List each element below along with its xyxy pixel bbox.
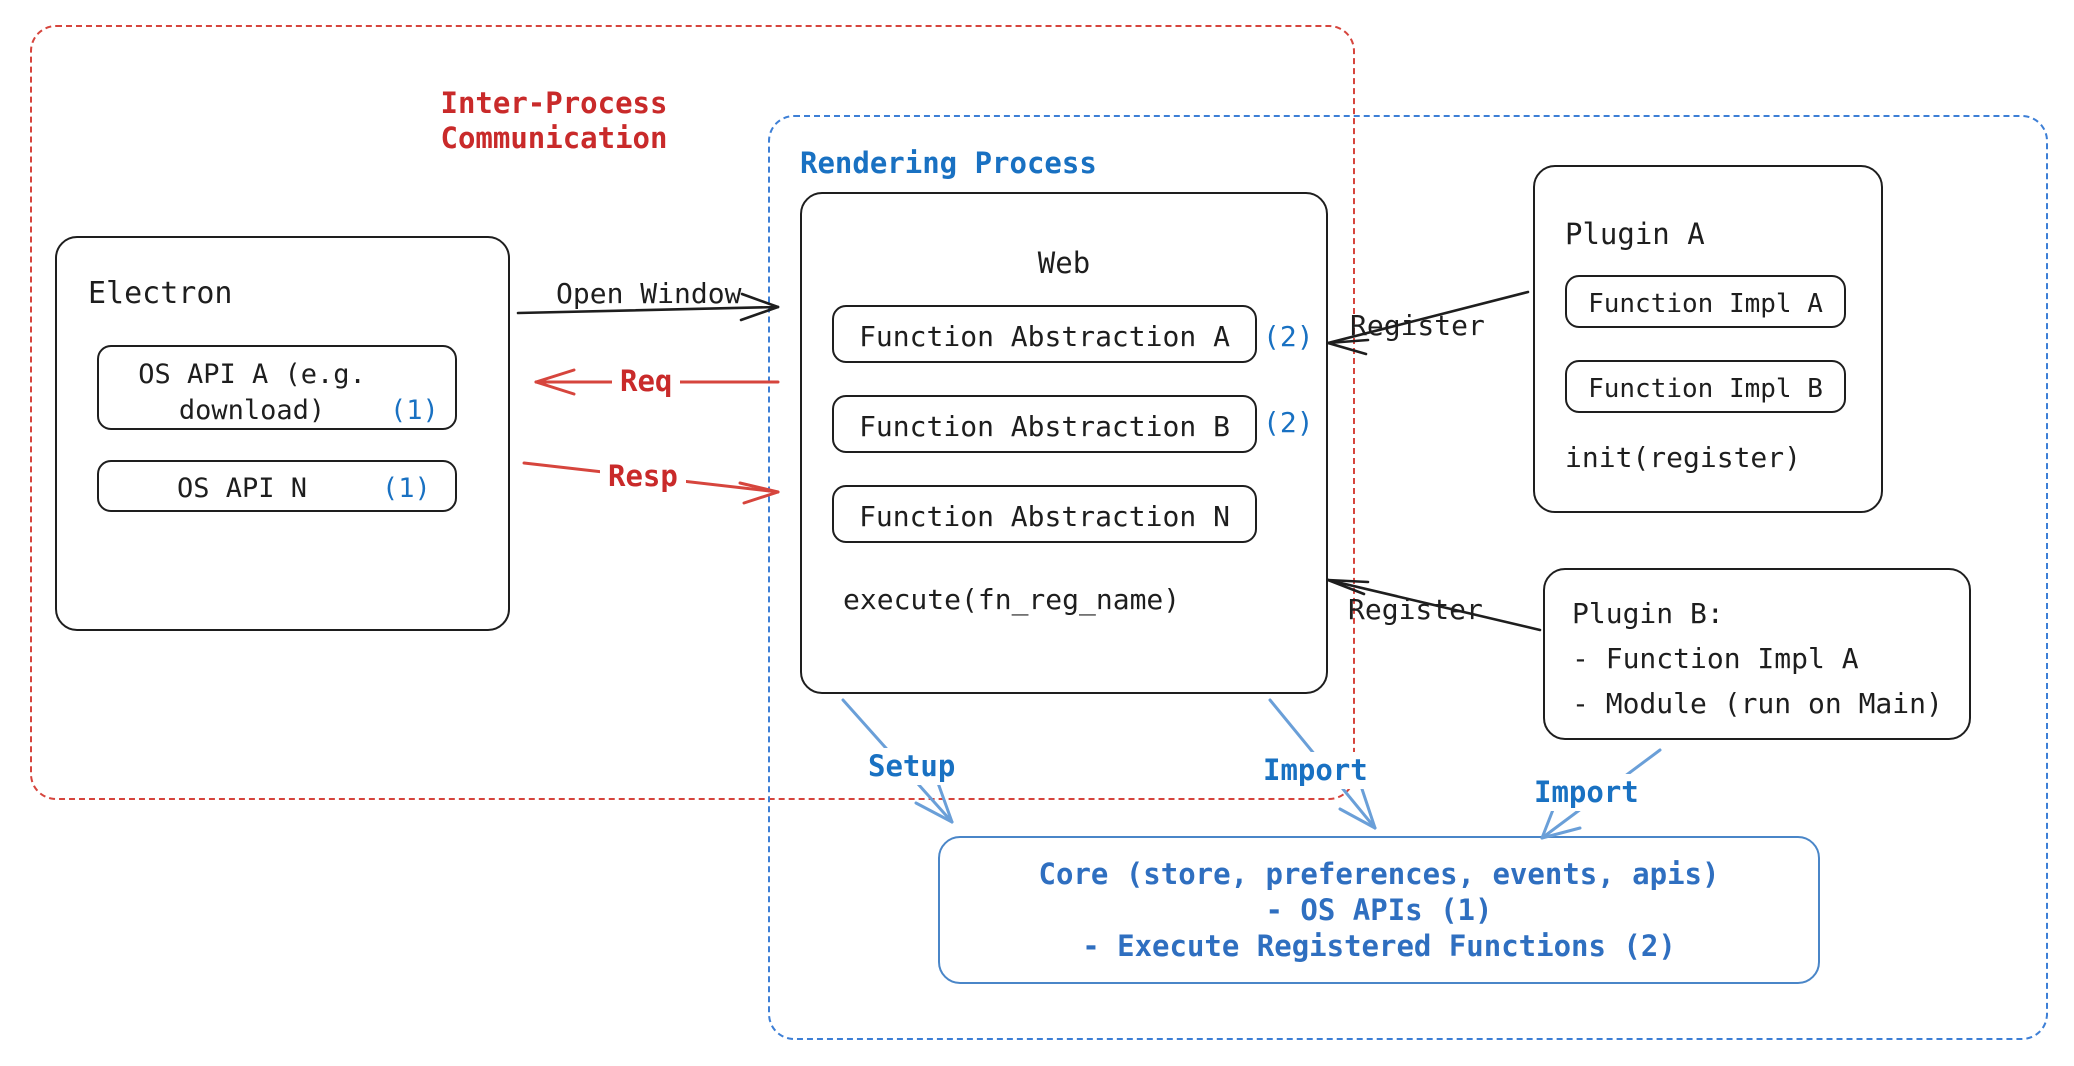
plugin-a-init-footer: init(register) (1565, 441, 1802, 474)
os-api-a-label-line1: OS API A (e.g. (138, 359, 366, 390)
open-window-label: Open Window (556, 277, 742, 310)
web-box (800, 192, 1328, 694)
req-label: Req (612, 363, 681, 401)
setup-label: Setup (862, 748, 962, 786)
rendering-process-label: Rendering Process (800, 146, 1097, 180)
os-api-n-marker: (1) (382, 473, 431, 504)
function-abstraction-b-label: Function Abstraction B (859, 410, 1230, 443)
core-box (938, 836, 1820, 984)
plugin-b-title: Plugin B: (1572, 597, 1724, 630)
electron-box (55, 236, 510, 631)
core-line3: - Execute Registered Functions (2) (1082, 929, 1676, 963)
function-abstraction-a-marker: (2) (1263, 320, 1314, 353)
function-abstraction-a-label: Function Abstraction A (859, 320, 1230, 353)
function-impl-a-label: Function Impl A (1588, 289, 1823, 319)
os-api-a-box (97, 345, 457, 430)
function-impl-b-box (1565, 360, 1846, 413)
os-api-n-label: OS API N (176, 473, 308, 504)
function-abstraction-n-label: Function Abstraction N (859, 500, 1230, 533)
function-abstraction-b-box (832, 395, 1257, 453)
core-line1: Core (store, preferences, events, apis) (1038, 857, 1720, 891)
os-api-n-box (97, 460, 457, 512)
function-abstraction-a-box (832, 305, 1257, 363)
os-api-a-marker: (1) (390, 395, 439, 426)
plugin-a-box (1533, 165, 1883, 513)
function-impl-b-label: Function Impl B (1588, 374, 1823, 404)
electron-title: Electron (88, 276, 233, 311)
plugin-b-item-0: - Function Impl A (1572, 642, 1859, 675)
ipc-region-label-line1: Inter-Process (440, 86, 668, 120)
function-abstraction-n-box (832, 485, 1257, 543)
os-api-a-label-line2: download) (178, 395, 326, 426)
register-top-label: Register (1350, 309, 1485, 342)
plugin-b-item-1: - Module (run on Main) (1572, 687, 1943, 720)
web-title: Web (1037, 246, 1091, 280)
function-abstraction-b-marker: (2) (1263, 406, 1314, 439)
region-rendering-process (768, 115, 2048, 1040)
register-bottom-label: Register (1348, 593, 1483, 626)
region-inter-process-communication (30, 25, 1355, 800)
resp-label: Resp (600, 458, 686, 496)
import-web-label: Import (1257, 752, 1374, 790)
plugin-b-box (1543, 568, 1971, 740)
web-execute-footer: execute(fn_reg_name) (843, 583, 1181, 616)
core-line2: - OS APIs (1) (1265, 893, 1493, 927)
function-impl-a-box (1565, 275, 1846, 328)
ipc-region-label-line2: Communication (440, 121, 668, 155)
import-plugin-b-label: Import (1528, 774, 1645, 812)
plugin-a-title: Plugin A (1565, 217, 1705, 251)
